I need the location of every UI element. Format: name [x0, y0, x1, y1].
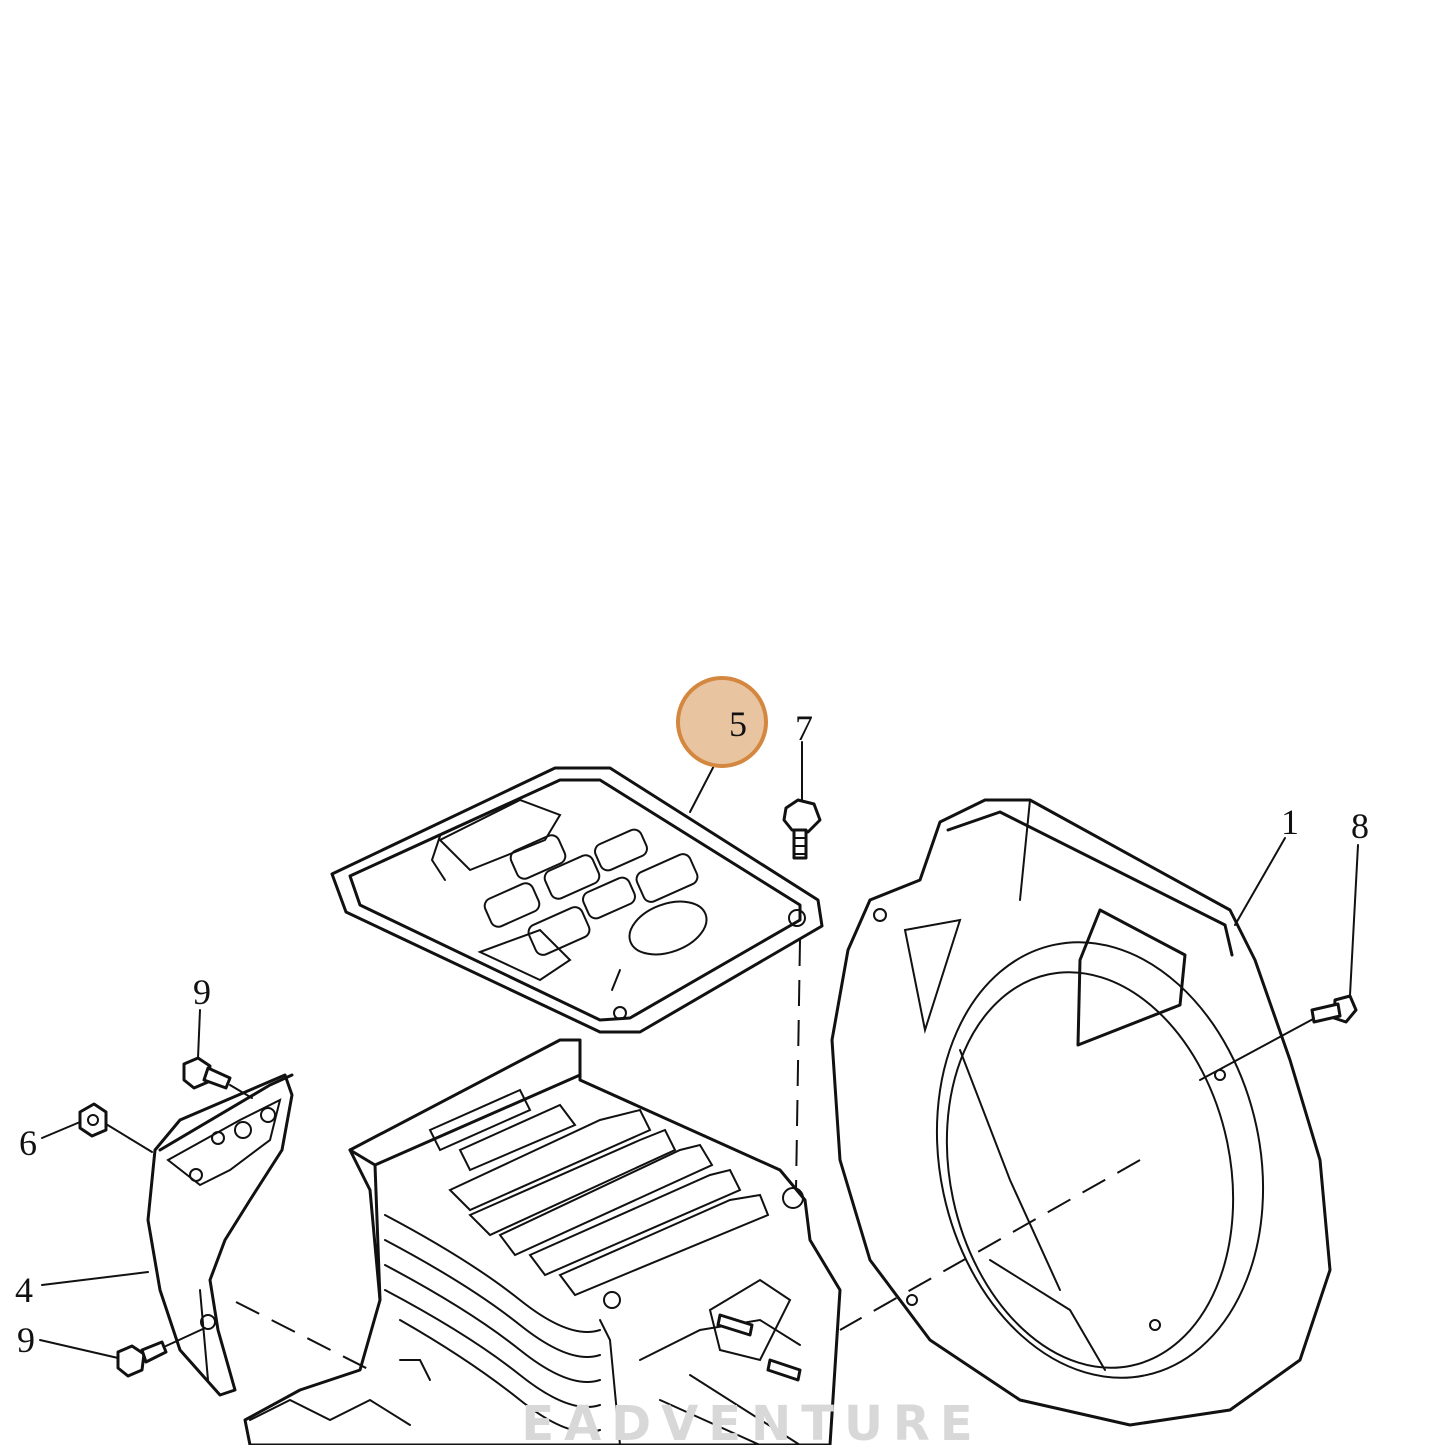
label-9-bottom: 9 — [17, 1320, 35, 1360]
leader-lines — [39, 741, 1359, 1359]
part-6-nut — [78, 1102, 153, 1153]
part-8-screw — [1310, 994, 1358, 1024]
watermark: EADVENTURE — [521, 1396, 982, 1445]
part-7-bolt — [782, 798, 822, 1191]
engine-cylinder-head — [235, 1038, 842, 1445]
label-8: 8 — [1351, 806, 1369, 846]
callout-5-highlight — [676, 676, 768, 768]
part-1-blower-housing — [830, 798, 1332, 1427]
label-7: 7 — [795, 708, 813, 748]
label-6: 6 — [19, 1123, 37, 1163]
label-1: 1 — [1281, 802, 1299, 842]
part-5-cover-plate — [330, 766, 824, 1034]
part-4-side-shroud — [146, 1073, 294, 1397]
label-5: 5 — [729, 704, 747, 744]
part-9-screw-bottom — [116, 1327, 206, 1378]
label-4: 4 — [15, 1270, 33, 1310]
part-9-screw-top — [182, 1056, 253, 1099]
label-9-top: 9 — [193, 972, 211, 1012]
